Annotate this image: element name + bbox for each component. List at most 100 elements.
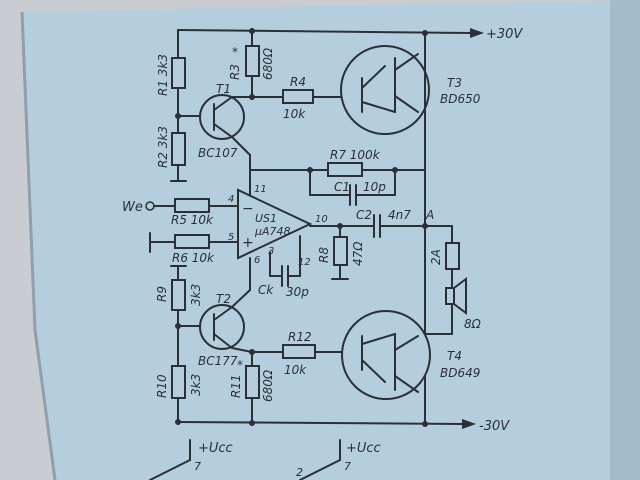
rail-plus-arrow [470, 28, 484, 38]
label-pin5: 5 [228, 232, 234, 243]
t3-lead-2b [394, 95, 419, 113]
t4-lead-2a [394, 335, 419, 351]
label-t1: T1 [216, 82, 231, 96]
resistor-r6 [174, 234, 210, 249]
label-r9: R9 [155, 286, 169, 302]
label-op-minus: − [242, 201, 254, 217]
page-right-shadow [610, 0, 640, 480]
rail-minus-arrow [462, 419, 476, 429]
label-r7: R7 100k [330, 148, 381, 162]
speaker-body [445, 287, 455, 305]
node-r3-top [249, 28, 255, 34]
opamp-us1 [237, 188, 313, 260]
label-vplus: +30V [486, 27, 523, 42]
label-fuse: 2A [429, 249, 443, 265]
resistor-r8 [333, 236, 348, 266]
label-pin4: 4 [228, 194, 234, 205]
resistor-r9 [171, 279, 186, 311]
label-us1: US1 [255, 212, 277, 225]
resistor-r12 [282, 344, 316, 359]
label-p7a: 7 [194, 460, 201, 473]
t3-lead-1b [361, 101, 396, 113]
label-t1-type: BC107 [198, 146, 238, 160]
t4-lead-2b [394, 375, 419, 393]
rail-minus [177, 421, 463, 425]
label-input: We [122, 200, 143, 215]
capacitor-c1-gap [350, 186, 356, 204]
label-r11: R11 [229, 374, 243, 398]
label-pin6: 6 [254, 255, 260, 266]
label-r3-star: * [232, 45, 238, 59]
transistor-t4 [341, 310, 431, 400]
wire-t2-up [231, 289, 251, 308]
label-r12-val: 10k [284, 363, 307, 377]
resistor-r4 [282, 89, 314, 104]
label-r4: R4 [290, 75, 306, 89]
label-r2: R2 3k3 [156, 126, 170, 168]
label-r11-val: 680Ω [261, 369, 275, 402]
label-r9-val: 3k3 [189, 284, 203, 306]
page-edge-shadow [20, 11, 57, 480]
fuse-2a [445, 242, 460, 270]
transistor-t1 [199, 94, 245, 140]
transistor-t3 [340, 45, 430, 135]
label-speaker: 8Ω [464, 317, 482, 331]
node-r11-bottom [249, 420, 255, 426]
label-p2: 2 [296, 466, 303, 479]
rail-plus [177, 29, 471, 34]
label-t4: T4 [447, 349, 462, 363]
label-r1: R1 3k3 [156, 54, 170, 96]
paper-page [22, 0, 640, 480]
label-p7b: 7 [344, 460, 351, 473]
label-r10: R10 [155, 374, 169, 398]
t3-lead-2a [394, 53, 419, 71]
resistor-r3 [245, 45, 260, 77]
label-r8-val: 47Ω [351, 241, 365, 266]
resistor-r1 [171, 57, 186, 89]
resistor-r5 [174, 198, 210, 213]
partial-opamp-2-edge [299, 459, 341, 480]
resistor-r10 [171, 365, 186, 399]
label-t3: T3 [447, 76, 462, 90]
label-r5: R5 10k [171, 213, 214, 227]
label-r3-val: 680Ω [261, 47, 275, 80]
t4-lead-1a [361, 333, 396, 345]
label-pin10: 10 [315, 214, 328, 225]
label-r12: R12 [288, 330, 312, 344]
label-c2: C2 [356, 208, 372, 222]
node-r10-bottom [175, 419, 181, 425]
label-ucc2: +Ucc [346, 441, 381, 456]
label-r8: R8 [317, 247, 331, 263]
node-right-bottom [422, 421, 428, 427]
transistor-t2 [199, 304, 245, 350]
label-t4-type: BD649 [440, 366, 480, 380]
capacitor-ck-gap [282, 267, 288, 285]
t4-lead-1b [361, 359, 386, 383]
label-r10-val: 3k3 [189, 374, 203, 396]
label-t2-type: BC177 [198, 354, 238, 368]
label-out-node: A [425, 208, 434, 222]
label-op-plus: + [242, 235, 254, 251]
t2-emitter [213, 306, 233, 321]
node-feedback-2 [392, 167, 398, 173]
label-pin12: 12 [298, 257, 311, 268]
t3-lead-1a [361, 65, 386, 89]
label-c1-val: 10p [363, 180, 386, 194]
wire-t2-r11 [231, 347, 253, 353]
label-r6: R6 10k [172, 251, 215, 265]
capacitor-c2-gap [374, 216, 380, 236]
label-t3-type: BD650 [440, 92, 481, 106]
node-right-top [422, 30, 428, 36]
resistor-r7 [327, 162, 363, 177]
t2-collector [213, 333, 233, 349]
label-r4-val: 10k [283, 107, 306, 121]
label-c2-val: 4n7 [388, 208, 411, 222]
resistor-r2 [171, 132, 186, 166]
label-us1-type: μA748 [254, 225, 291, 238]
t1-collector [213, 96, 233, 111]
label-c1: C1 [334, 180, 350, 194]
wire-t1-emitter [231, 136, 251, 156]
label-ck: Ck [258, 283, 274, 297]
label-pin3: 3 [268, 246, 274, 257]
